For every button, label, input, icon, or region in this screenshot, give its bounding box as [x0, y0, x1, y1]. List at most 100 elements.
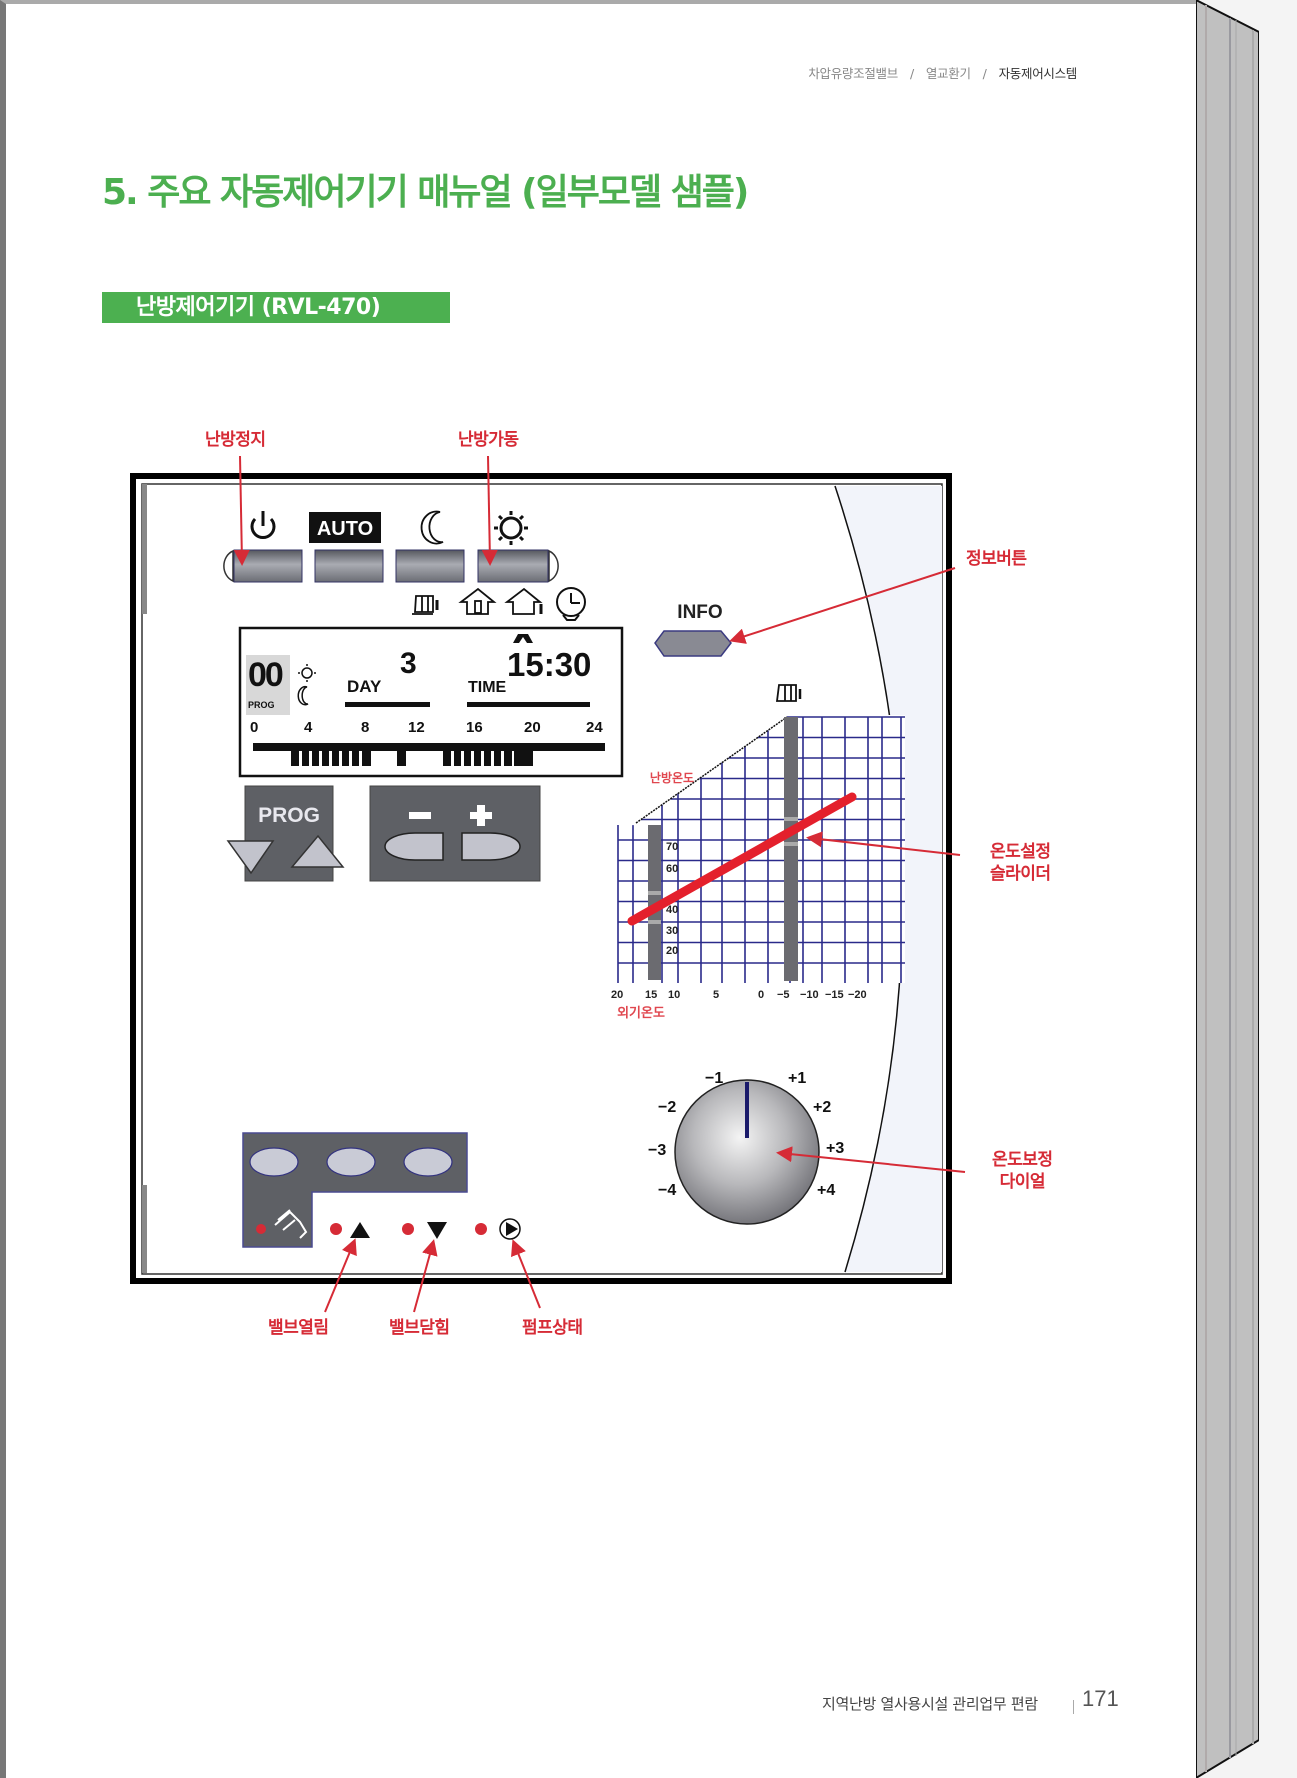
callout-valve-open: 밸브열림 [268, 1318, 329, 1338]
heating-curve-line [627, 792, 857, 926]
x-tick-label: −20 [848, 989, 867, 1001]
callout-heating-run: 난방가동 [458, 430, 519, 450]
callout-info-button: 정보버튼 [966, 549, 1027, 569]
prog-number: 00 [248, 656, 284, 694]
prog-label: PROG [248, 700, 275, 710]
breadcrumb-current: 자동제어시스템 [998, 66, 1078, 81]
svg-text:−3: −3 [648, 1142, 666, 1159]
hour-tick-label: 16 [466, 719, 483, 736]
hour-tick-label: 20 [524, 719, 541, 736]
svg-text:+1: +1 [788, 1070, 806, 1087]
x-tick-label: 20 [611, 989, 623, 1001]
x-tick-label: 10 [668, 989, 680, 1001]
hand-icon [274, 1209, 308, 1239]
curve-envelope [635, 716, 788, 824]
auto-badge: AUTO [309, 512, 381, 543]
mode-button-standby[interactable] [233, 549, 303, 583]
x-tick-label: 5 [713, 989, 719, 1001]
footer-divider [1073, 1700, 1074, 1714]
hour-tick-label: 12 [408, 719, 425, 736]
house-icon [458, 587, 497, 615]
power-icon [250, 511, 276, 539]
callout-arrows [233, 455, 966, 1313]
y-tick-label: 60 [666, 863, 678, 875]
manual-button-3[interactable] [403, 1147, 453, 1177]
lcd-display [238, 626, 624, 778]
mode-button-bar [223, 549, 559, 583]
svg-text:AUTO: AUTO [317, 518, 373, 540]
y-axis-label: 난방온도 [650, 770, 694, 785]
page-stack-edge [1196, 0, 1259, 1778]
heating-curve-chart: 70 60 40 30 20 20 15 10 5 0 −5 −10 −15 −20 난방온도 외기온도 [611, 684, 905, 1021]
svg-text:+4: +4 [817, 1182, 835, 1199]
day-label: DAY [347, 677, 382, 696]
valve-close-icon [427, 1222, 447, 1239]
house-outline-icon [504, 587, 543, 615]
radiator-icon [412, 595, 439, 615]
minus-plus-panel [369, 785, 541, 882]
sun-icon [494, 511, 528, 545]
x-axis-label: 외기온도 [617, 1005, 665, 1021]
manual-operation-panel [242, 1132, 468, 1248]
valve-close-led [402, 1223, 414, 1235]
lcd-moon-icon [297, 685, 309, 706]
temp-slider-right[interactable] [784, 717, 798, 981]
x-tick-label: 15 [645, 989, 657, 1001]
svg-text:−2: −2 [658, 1099, 676, 1116]
hour-tick-label: 8 [361, 719, 370, 736]
manual-button-2[interactable] [326, 1147, 376, 1177]
y-tick-label: 70 [666, 841, 678, 853]
prog-up-button[interactable] [290, 834, 345, 868]
page-title: 5. 주요 자동제어기기 매뉴얼 (일부모델 샘플) [102, 172, 749, 213]
svg-text:−4: −4 [658, 1182, 676, 1199]
prog-down-button[interactable] [226, 840, 275, 875]
hour-tick-label: 4 [304, 719, 313, 736]
pump-led [475, 1223, 487, 1235]
plus-button[interactable] [461, 832, 521, 861]
y-tick-label: 30 [666, 925, 678, 937]
schedule-bars [291, 750, 533, 766]
mode-button-auto[interactable] [314, 549, 384, 583]
breadcrumb: 차압유량조절밸브/열교환기/자동제어시스템 [808, 66, 1078, 81]
x-tick-label: −10 [800, 989, 819, 1001]
y-tick-label: 20 [666, 945, 678, 957]
valve-open-led [330, 1223, 342, 1235]
x-tick-label: 0 [758, 989, 764, 1001]
dial-scale: −1 −2 −3 −4 +1 +2 +3 +4 [648, 1070, 844, 1199]
lcd-sun-icon [298, 664, 316, 682]
x-tick-label: −15 [825, 989, 844, 1001]
svg-text:+3: +3 [826, 1140, 844, 1157]
mode-button-reduced[interactable] [395, 549, 465, 583]
manual-led [256, 1224, 266, 1234]
prog-button-panel: PROG [226, 785, 345, 882]
info-button[interactable] [654, 630, 732, 657]
hour-tick-label: 0 [250, 719, 259, 736]
footer-book-title: 지역난방 열사용시설 관리업무 편람 [822, 1695, 1038, 1713]
svg-text:PROG: PROG [258, 804, 320, 827]
breadcrumb-item[interactable]: 차압유량조절밸브 [808, 66, 898, 81]
hour-tick-label: 24 [586, 719, 603, 736]
x-tick-label: −5 [777, 989, 790, 1001]
section-label: 난방제어기기 (RVL-470) [102, 292, 450, 323]
page-number: 171 [1082, 1686, 1119, 1711]
time-label: TIME [468, 679, 507, 696]
minus-button[interactable] [384, 832, 444, 861]
y-tick-label: 40 [666, 904, 678, 916]
dial-pointer [745, 1082, 749, 1138]
callout-pump-status: 펌프상태 [522, 1318, 583, 1338]
breadcrumb-item[interactable]: 열교환기 [925, 66, 971, 81]
manual-button-1[interactable] [249, 1147, 299, 1177]
status-leds [330, 1218, 521, 1240]
minus-icon [409, 812, 431, 819]
moon-icon [420, 510, 444, 545]
time-value: 15:30 [507, 646, 592, 683]
radiator-icon [775, 684, 802, 702]
mode-button-comfort[interactable] [477, 549, 549, 583]
callout-valve-close: 밸브닫힘 [389, 1318, 450, 1338]
temp-correction-dial[interactable] [674, 1079, 820, 1225]
temp-slider-left[interactable] [648, 825, 661, 980]
svg-text:+2: +2 [813, 1099, 831, 1116]
info-label: INFO [677, 602, 722, 623]
